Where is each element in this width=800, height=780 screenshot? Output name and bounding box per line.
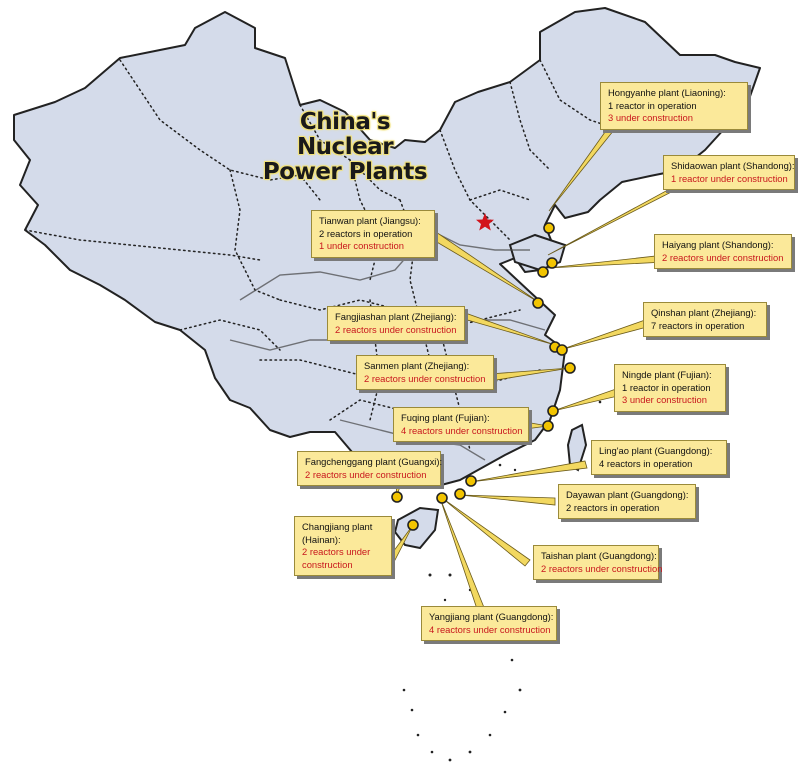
label-fangchenggang: Fangchenggang plant (Guangxi): 2 reactor… xyxy=(297,451,443,486)
title-line-2: Power Plants xyxy=(262,159,428,185)
plant-construction: 1 under construction xyxy=(319,240,404,251)
plant-name: Fangjiashan plant (Zhejiang): xyxy=(335,311,457,322)
plant-construction: 2 reactors under construction xyxy=(305,468,427,480)
plant-markers xyxy=(391,222,576,531)
label-fangjiashan: Fangjiashan plant (Zhejiang): 2 reactors… xyxy=(327,306,465,341)
label-dayawan: Dayawan plant (Guangdong): 2 reactors in… xyxy=(558,484,696,519)
plant-construction: 3 under construction xyxy=(622,394,707,405)
label-lingao: Ling'ao plant (Guangdong): 4 reactors in… xyxy=(591,440,727,475)
plant-construction-cont: construction xyxy=(302,558,353,570)
marker-fuqing xyxy=(542,420,554,432)
marker-dayawan xyxy=(454,488,466,500)
label-haiyang: Haiyang plant (Shandong): 2 reactors und… xyxy=(654,234,792,269)
plant-construction: 2 reactors under xyxy=(302,546,371,557)
label-tianwan: Tianwan plant (Jiangsu): 2 reactors in o… xyxy=(311,210,435,258)
plant-name: Dayawan plant (Guangdong): xyxy=(566,489,689,500)
plant-name: Tianwan plant (Jiangsu): xyxy=(319,215,421,226)
plant-name: Sanmen plant (Zhejiang): xyxy=(364,360,470,371)
leader-lines xyxy=(389,124,686,613)
plant-status: 2 reactors in operation xyxy=(319,227,413,239)
plant-status: 1 reactor in operation xyxy=(622,381,711,393)
marker-shidaowan xyxy=(546,257,558,269)
plant-name: Hongyanhe plant (Liaoning): xyxy=(608,87,726,98)
plant-name: Qinshan plant (Zhejiang): xyxy=(651,307,757,318)
label-ningde: Ningde plant (Fujian): 1 reactor in oper… xyxy=(614,364,726,412)
marker-hongyanhe xyxy=(543,222,555,234)
plant-construction: 2 reactors under construction xyxy=(662,251,784,263)
marker-qinshan xyxy=(556,344,568,356)
plant-construction: 4 reactors under construction xyxy=(401,424,523,436)
plant-construction: 4 reactors under construction xyxy=(429,623,551,635)
plant-name: Ningde plant (Fujian): xyxy=(622,369,712,380)
label-yangjiang: Yangjiang plant (Guangdong): 4 reactors … xyxy=(421,606,557,641)
plant-name: Fangchenggang plant (Guangxi): xyxy=(305,456,443,467)
plant-name: Shidaowan plant (Shandong): xyxy=(671,160,795,171)
plant-status: 7 reactors in operation xyxy=(651,319,745,331)
plant-construction: 2 reactors under construction xyxy=(364,372,486,384)
plant-name: Fuqing plant (Fujian): xyxy=(401,412,490,423)
marker-tianwan xyxy=(532,297,544,309)
plant-construction: 1 reactor under construction xyxy=(671,172,788,184)
label-changjiang: Changjiang plant (Hainan): 2 reactors un… xyxy=(294,516,392,576)
plant-name: Taishan plant (Guangdong): xyxy=(541,550,657,561)
marker-changjiang xyxy=(407,519,419,531)
plant-status: 4 reactors in operation xyxy=(599,457,693,469)
plant-construction: 2 reactors under construction xyxy=(541,562,663,574)
marker-fangchenggang xyxy=(391,491,403,503)
taiwan-island xyxy=(566,423,588,472)
plant-construction: 2 reactors under construction xyxy=(335,323,457,335)
marker-ningde xyxy=(547,405,559,417)
label-fuqing: Fuqing plant (Fujian): 4 reactors under … xyxy=(393,407,529,442)
marker-sanmen xyxy=(564,362,576,374)
marker-haiyang xyxy=(537,266,549,278)
label-qinshan: Qinshan plant (Zhejiang): 7 reactors in … xyxy=(643,302,767,337)
map-title: China's Nuclear Power Plants xyxy=(255,110,435,185)
label-hongyanhe: Hongyanhe plant (Liaoning): 1 reactor in… xyxy=(600,82,748,130)
plant-province: (Hainan): xyxy=(302,533,341,545)
plant-construction: 3 under construction xyxy=(608,112,693,123)
plant-status: 2 reactors in operation xyxy=(566,501,660,513)
plant-name: Haiyang plant (Shandong): xyxy=(662,239,774,250)
red-star-icon xyxy=(476,213,494,231)
plant-name: Ling'ao plant (Guangdong): xyxy=(599,445,713,456)
marker-lingao xyxy=(465,475,477,487)
marker-yangjiang xyxy=(436,492,448,504)
plant-name: Changjiang plant xyxy=(302,521,373,532)
plant-status: 1 reactor in operation xyxy=(608,99,697,111)
label-taishan: Taishan plant (Guangdong): 2 reactors un… xyxy=(533,545,663,580)
label-shidaowan: Shidaowan plant (Shandong): 1 reactor un… xyxy=(663,155,795,190)
label-sanmen: Sanmen plant (Zhejiang): 2 reactors unde… xyxy=(356,355,494,390)
title-line-1: China's Nuclear xyxy=(296,109,394,160)
plant-name: Yangjiang plant (Guangdong): xyxy=(429,611,554,622)
